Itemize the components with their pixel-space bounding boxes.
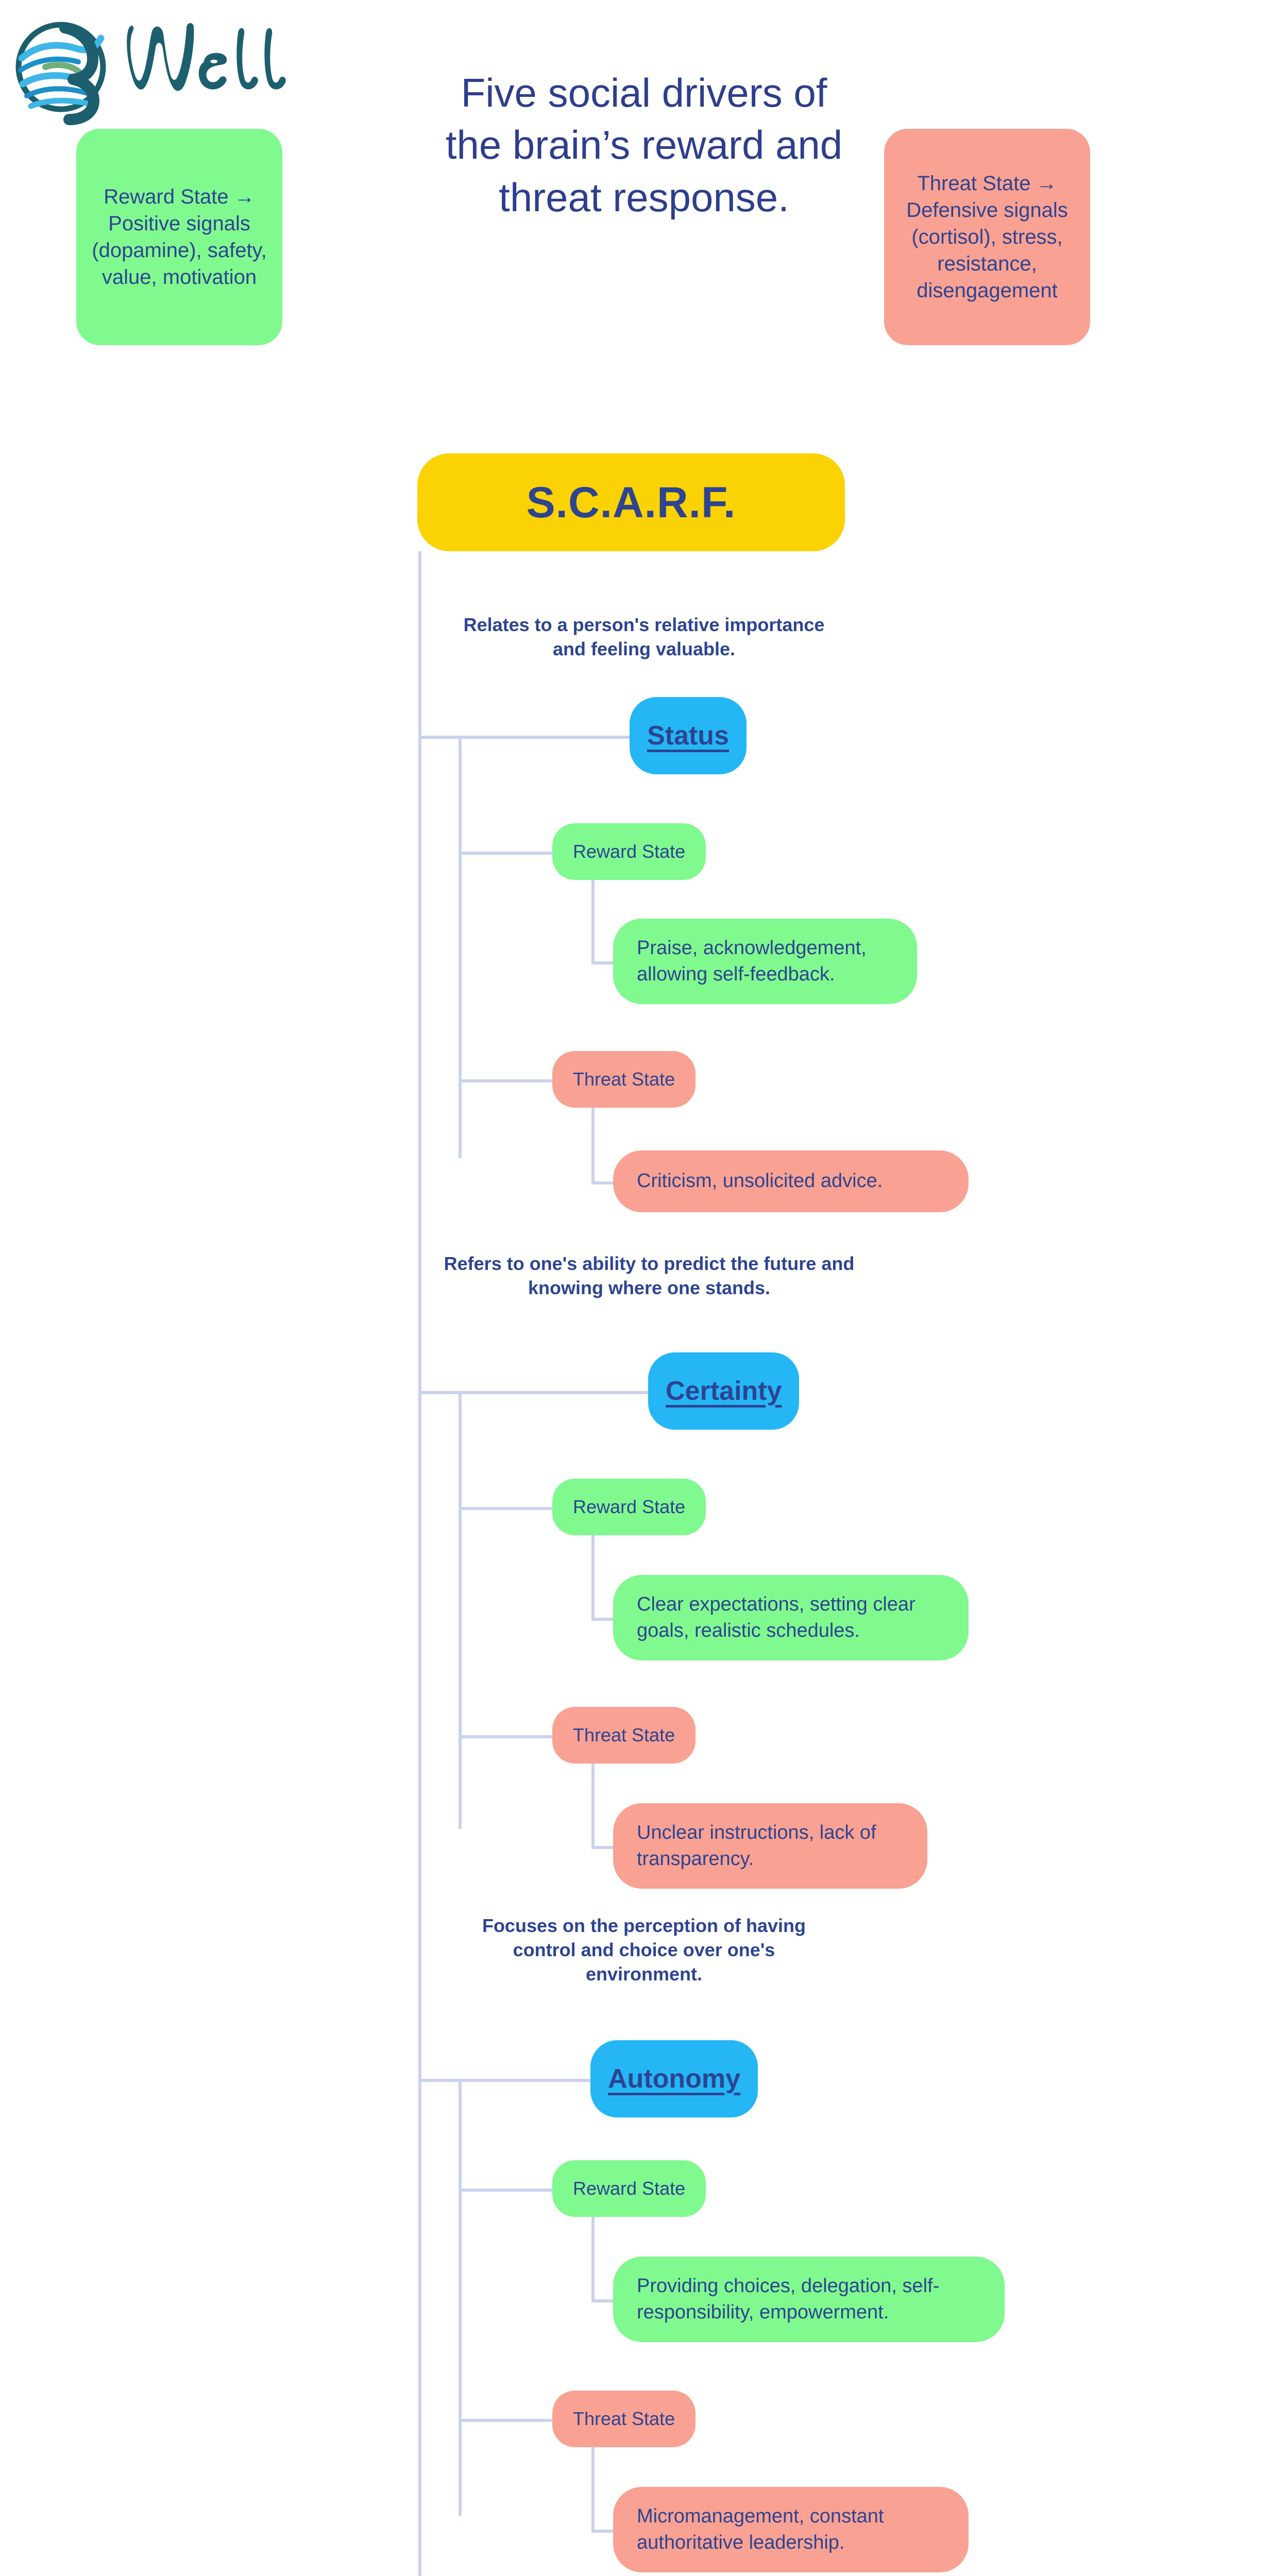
trunk-branch-autonomy [418,2079,592,2082]
state-label-reward-autonomy: Reward State [573,2178,686,2199]
trunk-branch-status [418,736,632,739]
section-spine-certainty [459,1391,462,1829]
section-description-autonomy: Focuses on the perception of having cont… [482,1915,806,1985]
letter-b-icon [59,22,99,125]
detail-node-reward-status[interactable]: Praise, acknowledgement, allowing self-f… [613,919,917,1004]
state-label-reward-certainty: Reward State [573,1496,686,1517]
brand-logo [15,9,304,128]
connector-reward-autonomy [459,2189,554,2192]
subconnector-reward-certainty-h [591,1618,622,1621]
root-node-scarf[interactable]: S.C.A.R.F. [417,453,845,551]
detail-label-threat-autonomy: Micromanagement, constant authoritative … [637,2505,884,2553]
state-label-reward-status: Reward State [573,841,686,862]
state-node-reward-status[interactable]: Reward State [552,823,706,880]
page-title: Five social drivers of the brain’s rewar… [445,70,843,220]
pillar-node-autonomy[interactable]: Autonomy [590,2040,758,2117]
detail-node-threat-certainty[interactable]: Unclear instructions, lack of transparen… [613,1803,927,1889]
detail-label-reward-status: Praise, acknowledgement, allowing self-f… [637,937,867,985]
state-node-reward-certainty[interactable]: Reward State [552,1479,706,1535]
pillar-node-certainty[interactable]: Certainty [648,1352,800,1430]
reward-state-legend: Reward State → Positive signals (dopamin… [76,129,282,345]
trunk-branch-certainty [418,1391,650,1394]
threat-state-legend: Threat State → Defensive signals (cortis… [884,129,1090,345]
subconnector-threat-autonomy-h [591,2530,622,2533]
connector-reward-certainty [459,1507,554,1510]
connector-threat-certainty [459,1735,554,1738]
detail-label-threat-certainty: Unclear instructions, lack of transparen… [637,1821,876,1870]
pillar-label-certainty: Certainty [666,1376,782,1406]
subconnector-threat-status-h [591,1181,622,1184]
detail-node-threat-autonomy[interactable]: Micromanagement, constant authoritative … [613,2487,969,2572]
subconnector-threat-status [591,1108,595,1184]
section-description-certainty: Refers to one's ability to predict the f… [444,1253,855,1298]
leaf-icon [42,62,83,76]
threat-legend-text: Threat State → Defensive signals (cortis… [906,172,1068,302]
subconnector-reward-autonomy [591,2217,595,2302]
state-label-threat-certainty: Threat State [573,1724,675,1745]
subconnector-threat-certainty-h [591,1846,622,1849]
state-node-reward-autonomy[interactable]: Reward State [552,2160,706,2217]
state-label-threat-status: Threat State [573,1069,675,1090]
connector-threat-status [459,1079,554,1082]
section-description-status: Relates to a person's relative importanc… [463,614,825,659]
subconnector-threat-certainty [591,1764,595,1849]
detail-label-reward-certainty: Clear expectations, setting clear goals,… [637,1593,916,1641]
pillar-label-status: Status [647,721,729,751]
detail-node-reward-autonomy[interactable]: Providing choices, delegation, self-resp… [613,2257,1005,2342]
subconnector-reward-status-h [591,961,622,964]
root-node-label: S.C.A.R.F. [526,478,736,527]
state-node-threat-certainty[interactable]: Threat State [552,1707,696,1764]
detail-label-threat-status: Criticism, unsolicited advice. [637,1170,883,1192]
section-spine-autonomy [459,2079,462,2516]
pillar-node-status[interactable]: Status [630,697,747,774]
subconnector-threat-autonomy [591,2447,595,2532]
wordmark-well [127,23,286,91]
subconnector-reward-certainty [591,1535,595,1620]
reward-legend-text: Reward State → Positive signals (dopamin… [92,185,267,289]
connector-reward-status [459,852,554,855]
subconnector-reward-status [591,880,595,964]
bwell-logo-icon [15,22,286,125]
section-spine-status [459,736,462,1158]
wave-circle-icon [15,22,106,125]
pillar-label-autonomy: Autonomy [608,2064,741,2094]
detail-node-threat-status[interactable]: Criticism, unsolicited advice. [613,1150,969,1212]
state-node-threat-autonomy[interactable]: Threat State [552,2391,696,2447]
connector-threat-autonomy [459,2419,554,2422]
detail-label-reward-autonomy: Providing choices, delegation, self-resp… [637,2275,940,2323]
trunk-line [418,551,421,2576]
detail-node-reward-certainty[interactable]: Clear expectations, setting clear goals,… [613,1575,969,1660]
state-node-threat-status[interactable]: Threat State [552,1051,696,1108]
subconnector-reward-autonomy-h [591,2299,622,2302]
state-label-threat-autonomy: Threat State [573,2408,675,2429]
